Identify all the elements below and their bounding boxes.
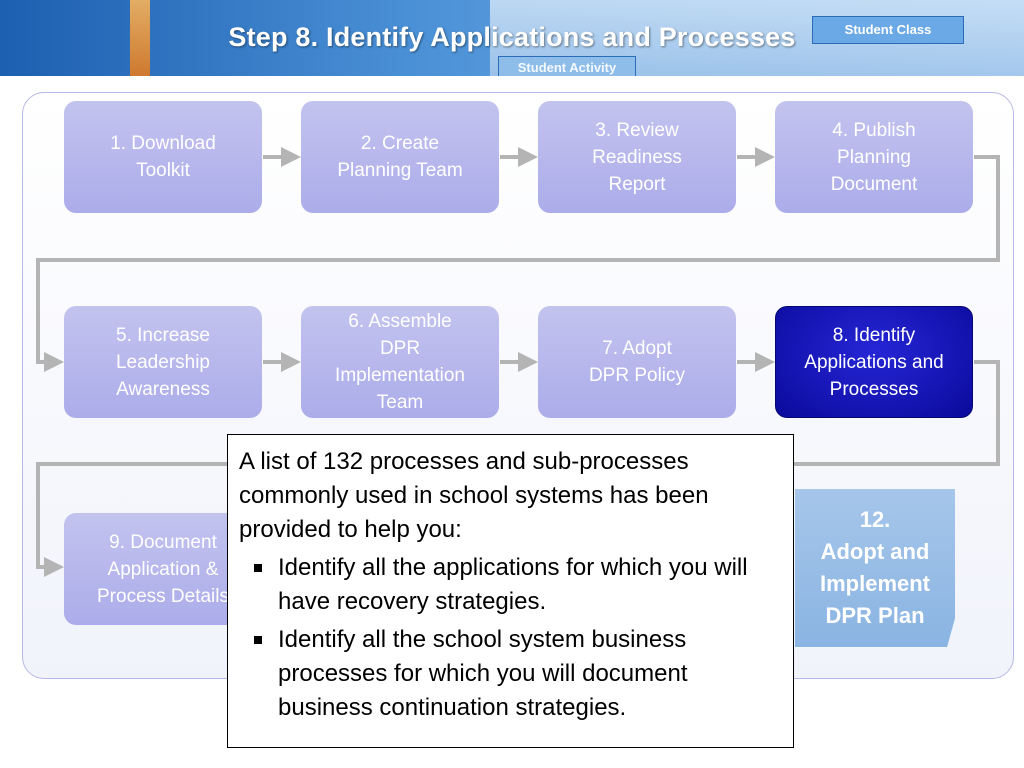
step-12-adopt-implement-dpr-plan: 12. Adopt and Implement DPR Plan: [795, 489, 955, 647]
step-8-identify-applications-active: 8. Identify Applications and Processes: [775, 306, 973, 418]
step-label: 2. Create Planning Team: [337, 133, 463, 181]
step-3-review-readiness-report: 3. Review Readiness Report: [538, 101, 736, 213]
step-label: 6. Assemble DPR Implementation Team: [335, 311, 465, 413]
step-label: 9. Document Application & Process Detail…: [97, 531, 229, 607]
step-label: 4. Publish Planning Document: [830, 119, 918, 195]
header-accent: [130, 0, 150, 76]
callout-intro: A list of 132 processes and sub-processe…: [239, 448, 709, 543]
step-label: 5. Increase Leadership Awareness: [115, 324, 211, 400]
step-6-assemble-dpr-team: 6. Assemble DPR Implementation Team: [301, 306, 499, 418]
square-bullet-icon: [254, 636, 262, 644]
header-card-student-activity: Student Activity: [498, 56, 636, 76]
header-card-student-class: Student Class: [812, 16, 964, 44]
step-4-publish-planning-document: 4. Publish Planning Document: [775, 101, 973, 213]
connector-4-5: [36, 155, 1000, 372]
callout-bullet-list: Identify all the applications for which …: [239, 551, 783, 725]
final-step-label: 12. Adopt and Implement DPR Plan: [819, 507, 931, 628]
step-7-adopt-dpr-policy: 7. Adopt DPR Policy: [538, 306, 736, 418]
callout-bullet-item: Identify all the school system business …: [239, 623, 783, 725]
header-banner: Student Class Student Activity Step 8. I…: [0, 0, 1024, 76]
page-title: Step 8. Identify Applications and Proces…: [228, 22, 796, 52]
step-2-create-planning-team: 2. Create Planning Team: [301, 101, 499, 213]
step-1-download-toolkit: 1. Download Toolkit: [64, 101, 262, 213]
step-label: 8. Identify Applications and Processes: [804, 324, 944, 400]
callout-bullet-text: Identify all the applications for which …: [278, 554, 748, 615]
step-label: 3. Review Readiness Report: [592, 119, 682, 195]
step-label: 1. Download Toolkit: [110, 133, 216, 181]
step-5-increase-leadership-awareness: 5. Increase Leadership Awareness: [64, 306, 262, 418]
square-bullet-icon: [254, 564, 262, 572]
callout-bullet-item: Identify all the applications for which …: [239, 551, 783, 619]
callout-bullet-text: Identify all the school system business …: [278, 626, 688, 721]
info-callout: A list of 132 processes and sub-processe…: [227, 434, 794, 748]
step-label: 7. Adopt DPR Policy: [588, 338, 686, 386]
